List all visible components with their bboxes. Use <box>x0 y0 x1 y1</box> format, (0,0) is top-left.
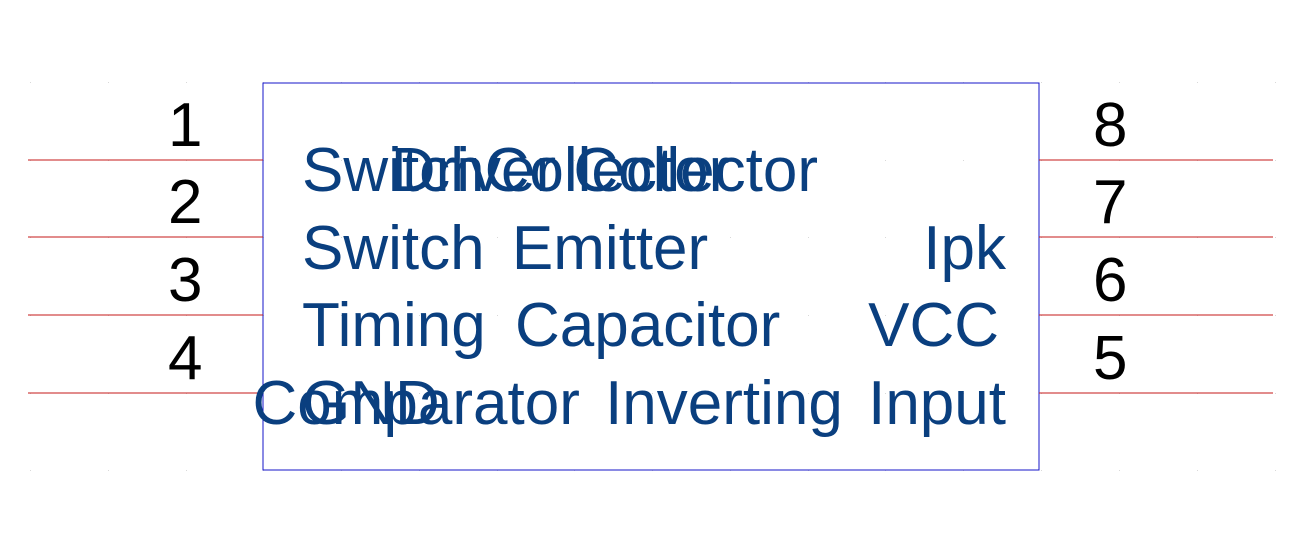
grid-dot <box>808 393 809 394</box>
grid-dot <box>1197 82 1198 83</box>
pin-4-name: GND <box>302 369 440 438</box>
grid-dot <box>1119 470 1120 471</box>
pin-8-number: 8 <box>1093 91 1128 160</box>
grid-dot <box>108 470 109 471</box>
grid-dot <box>30 470 31 471</box>
grid-dot <box>574 315 575 316</box>
grid-dot <box>1275 470 1276 471</box>
grid-dot <box>341 160 342 161</box>
pin-5-name: Comparator Inverting Input <box>252 369 1007 438</box>
pin-6-name: VCC <box>868 291 999 360</box>
grid-dot <box>652 160 653 161</box>
grid-dot <box>497 160 498 161</box>
grid-dot <box>963 315 964 316</box>
pin-5-number: 5 <box>1093 324 1128 393</box>
grid-dot <box>652 315 653 316</box>
grid-dot <box>1197 470 1198 471</box>
grid-dot <box>497 237 498 238</box>
pin-7-name: Ipk <box>923 214 1006 283</box>
grid-dot <box>808 160 809 161</box>
pin-7-number: 7 <box>1093 168 1128 237</box>
grid-dot <box>186 470 187 471</box>
grid-dot <box>419 237 420 238</box>
pin-1-number: 1 <box>168 91 203 160</box>
grid-dot <box>885 315 886 316</box>
grid-dot <box>419 393 420 394</box>
grid-dot <box>574 393 575 394</box>
grid-dot <box>885 393 886 394</box>
pin-6-number: 6 <box>1093 246 1128 315</box>
grid-dot <box>341 393 342 394</box>
grid-dot <box>1275 160 1276 161</box>
grid-dot <box>963 160 964 161</box>
grid-dot <box>652 237 653 238</box>
grid-dot <box>574 160 575 161</box>
pin-3-number: 3 <box>168 246 203 315</box>
grid-dot <box>1275 82 1276 83</box>
pin-4-number: 4 <box>168 324 203 393</box>
grid-dot <box>885 160 886 161</box>
pin-1-name: SwitchCollector <box>302 136 730 205</box>
pin-3-name: Timing Capacitor <box>302 291 781 360</box>
grid-dot <box>1119 82 1120 83</box>
pin-2-number: 2 <box>168 168 203 237</box>
grid-dot <box>574 237 575 238</box>
grid-dot <box>1041 470 1042 471</box>
grid-dot <box>30 82 31 83</box>
grid-dot <box>1275 393 1276 394</box>
grid-dot <box>1041 82 1042 83</box>
grid-dot <box>730 315 731 316</box>
grid-dot <box>1275 237 1276 238</box>
grid-dot <box>341 237 342 238</box>
pin-8-name: Driver Collector <box>390 136 818 205</box>
grid-dot <box>497 315 498 316</box>
grid-dot <box>341 315 342 316</box>
grid-dot <box>808 237 809 238</box>
grid-dot <box>186 82 187 83</box>
grid-dot <box>652 393 653 394</box>
grid-dot <box>885 237 886 238</box>
grid-dot <box>730 393 731 394</box>
grid-dot <box>808 315 809 316</box>
pin-2-name: Switch Emitter <box>302 214 709 283</box>
grid-dot <box>1275 315 1276 316</box>
grid-dot <box>419 315 420 316</box>
grid-dot <box>419 160 420 161</box>
grid-dot <box>963 237 964 238</box>
grid-dot <box>497 393 498 394</box>
grid-dot <box>108 82 109 83</box>
grid-dot <box>963 393 964 394</box>
grid-dot <box>730 237 731 238</box>
grid-dot <box>730 160 731 161</box>
ic-body-outline <box>262 82 1040 471</box>
